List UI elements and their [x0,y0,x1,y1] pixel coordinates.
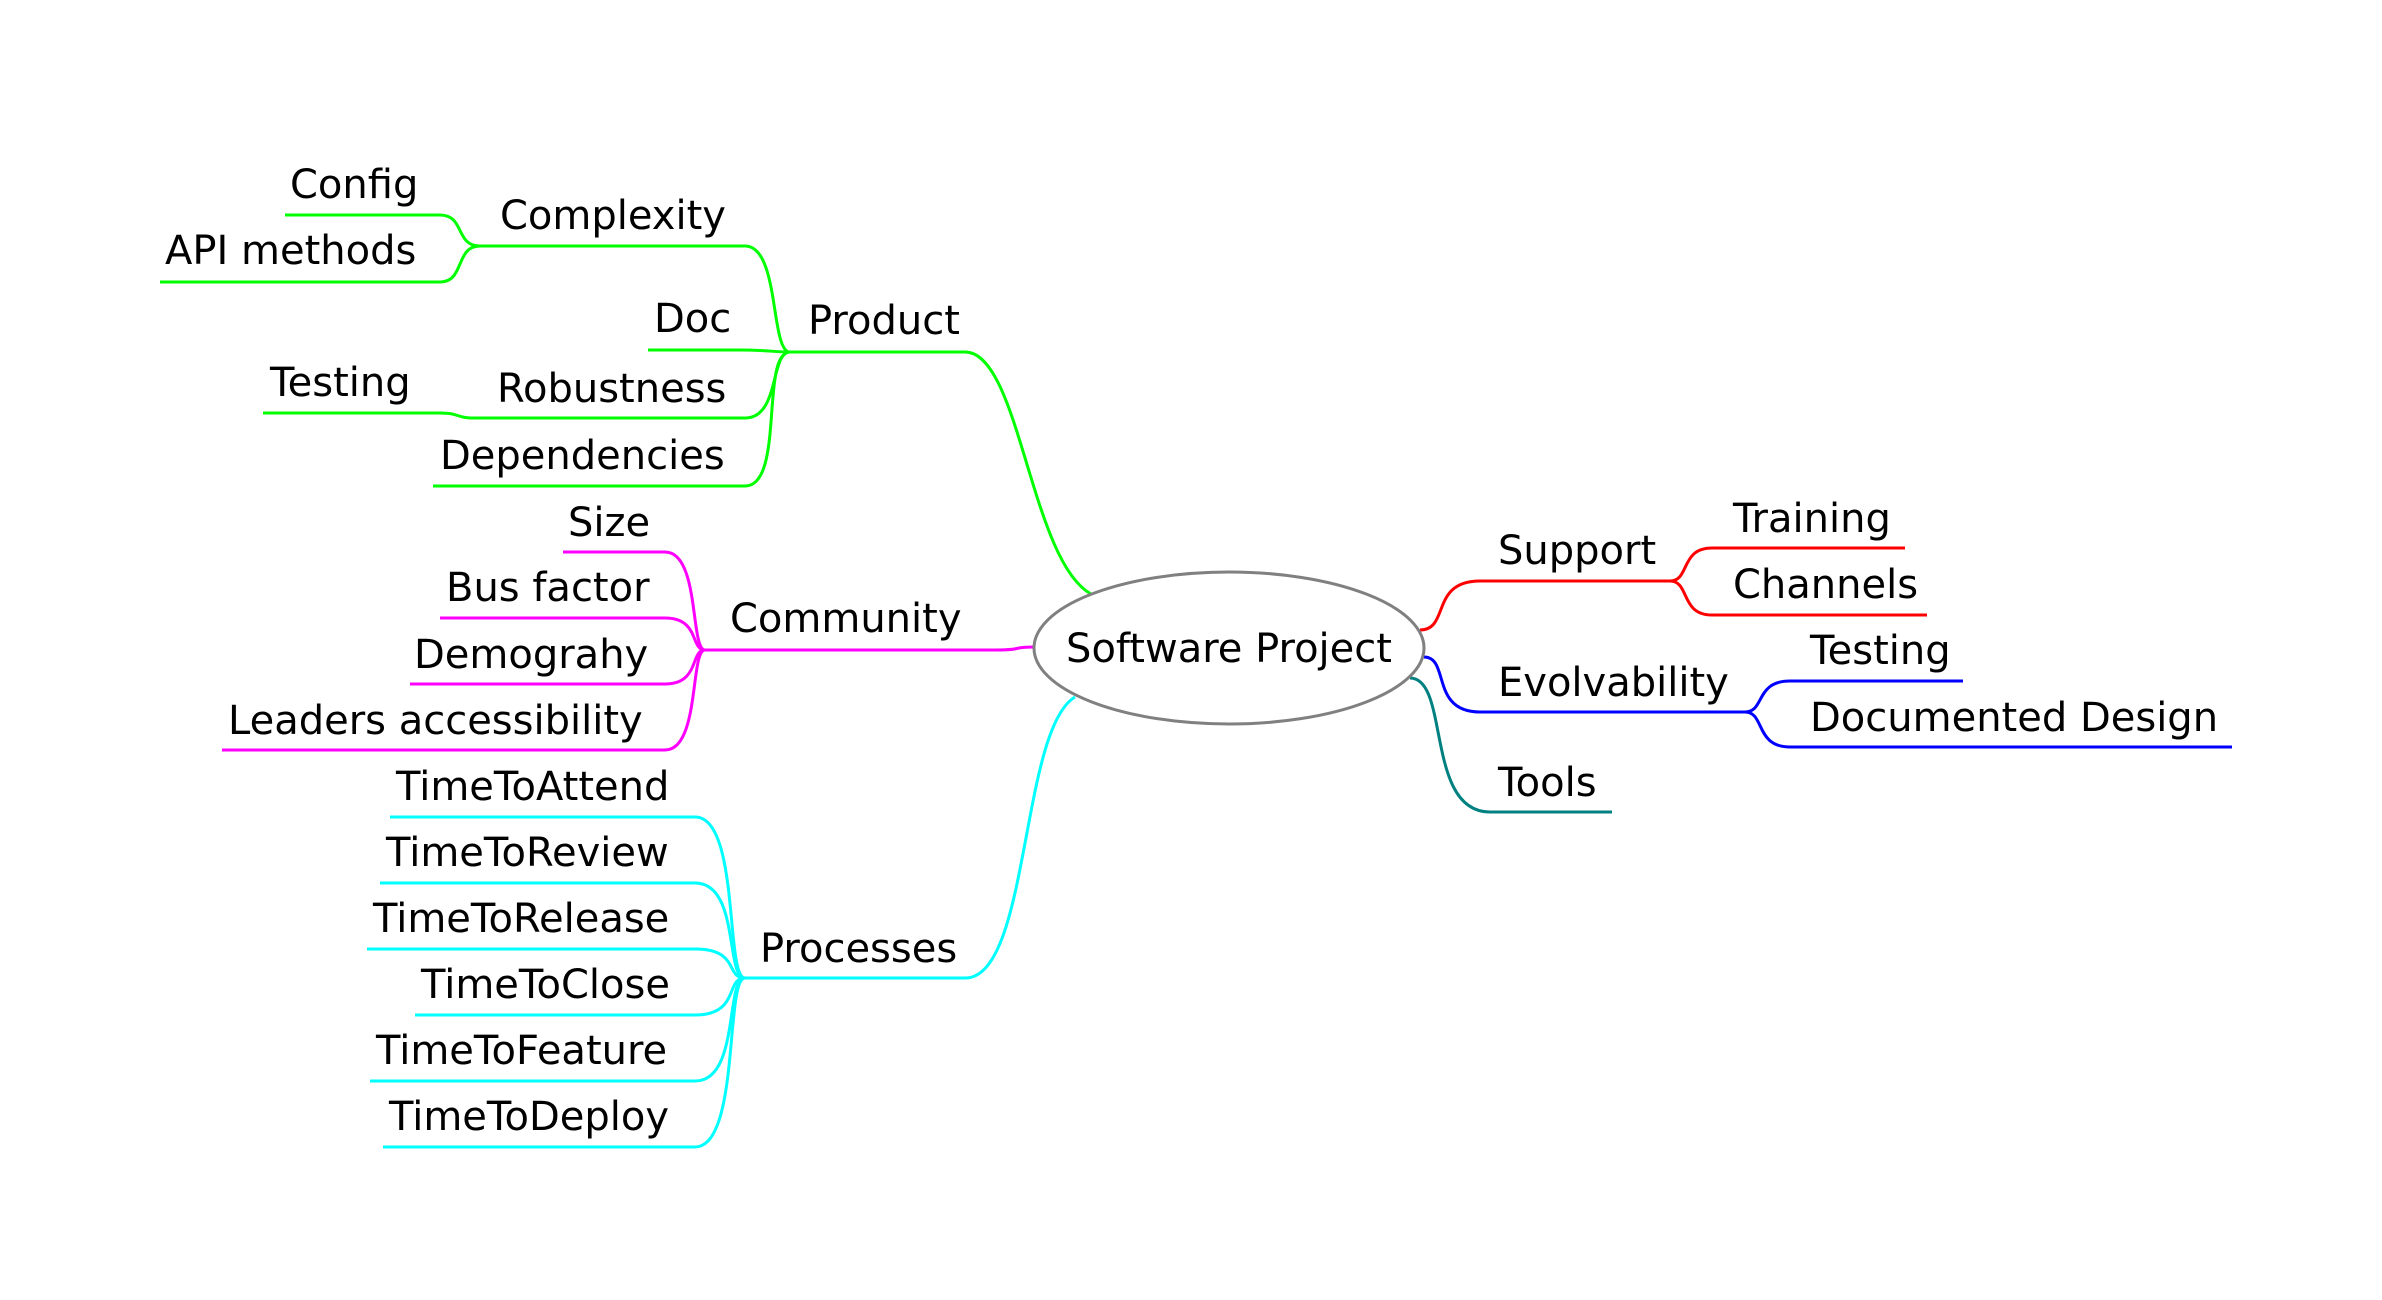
edge-processes-time-to-release [694,947,746,980]
edge-center-tools [1409,676,1491,814]
edge-support-training [1669,546,1713,583]
edge-center-product [964,350,1092,596]
edge-processes-time-to-review [694,881,746,980]
branch-support [1419,546,1927,632]
time-to-feature-label: TimeToFeature [375,1028,667,1074]
edge-complexity-config [439,213,481,248]
center-node [1032,570,1426,726]
demograhy-label: Demograhy [414,632,648,678]
config-label: Config [290,162,418,208]
channels-label: Channels [1733,562,1918,608]
branch-evolvability [1423,655,2232,749]
branch-tools [1409,676,1612,814]
documented-design-label: Documented Design [1810,695,2218,741]
time-to-release-label: TimeToRelease [372,896,669,942]
leaders-accessibility-label: Leaders accessibility [228,698,643,744]
edge-product-doc [739,348,791,354]
time-to-attend-label: TimeToAttend [395,764,669,810]
complexity-label: Complexity [500,193,726,239]
edge-product-complexity [744,244,791,354]
api-methods-label: API methods [165,228,416,274]
robustness-label: Robustness [497,366,726,412]
tools-label: Tools [1497,760,1597,806]
support-label: Support [1498,528,1656,574]
robustness-testing-label: Testing [269,360,411,406]
edge-center-support [1419,579,1481,632]
size-label: Size [568,500,650,546]
edge-center-evolvability [1423,655,1481,714]
edge-processes-time-to-deploy [694,976,746,1149]
bus-factor-label: Bus factor [446,565,650,611]
time-to-deploy-label: TimeToDeploy [388,1094,669,1140]
edge-support-channels [1669,579,1713,617]
edge-evolvability-testing [1744,679,1791,714]
evolvability-label: Evolvability [1498,660,1729,706]
community-label: Community [730,596,962,642]
processes-label: Processes [760,926,957,972]
edge-product-dependencies [744,350,791,488]
doc-label: Doc [654,296,731,342]
time-to-close-label: TimeToClose [420,962,670,1008]
evolvability-testing-label: Testing [1809,628,1951,674]
edge-community-size [664,550,706,652]
branch-community [222,550,1035,752]
dependencies-label: Dependencies [440,433,725,479]
edge-product-robustness [744,350,791,420]
edge-center-community [994,645,1035,652]
time-to-review-label: TimeToReview [385,830,669,876]
edge-community-bus-factor [664,616,706,652]
branch-product [160,213,1092,596]
branch-processes [367,695,1076,1149]
edge-complexity-api-methods [439,244,481,284]
training-label: Training [1732,496,1891,542]
edge-community-leaders [664,648,706,752]
product-label: Product [808,298,960,344]
edge-evolvability-documented-design [1744,710,1791,749]
edge-center-processes [964,695,1076,980]
edge-robustness-testing [439,411,476,420]
center-label: Software Project [1066,626,1392,672]
